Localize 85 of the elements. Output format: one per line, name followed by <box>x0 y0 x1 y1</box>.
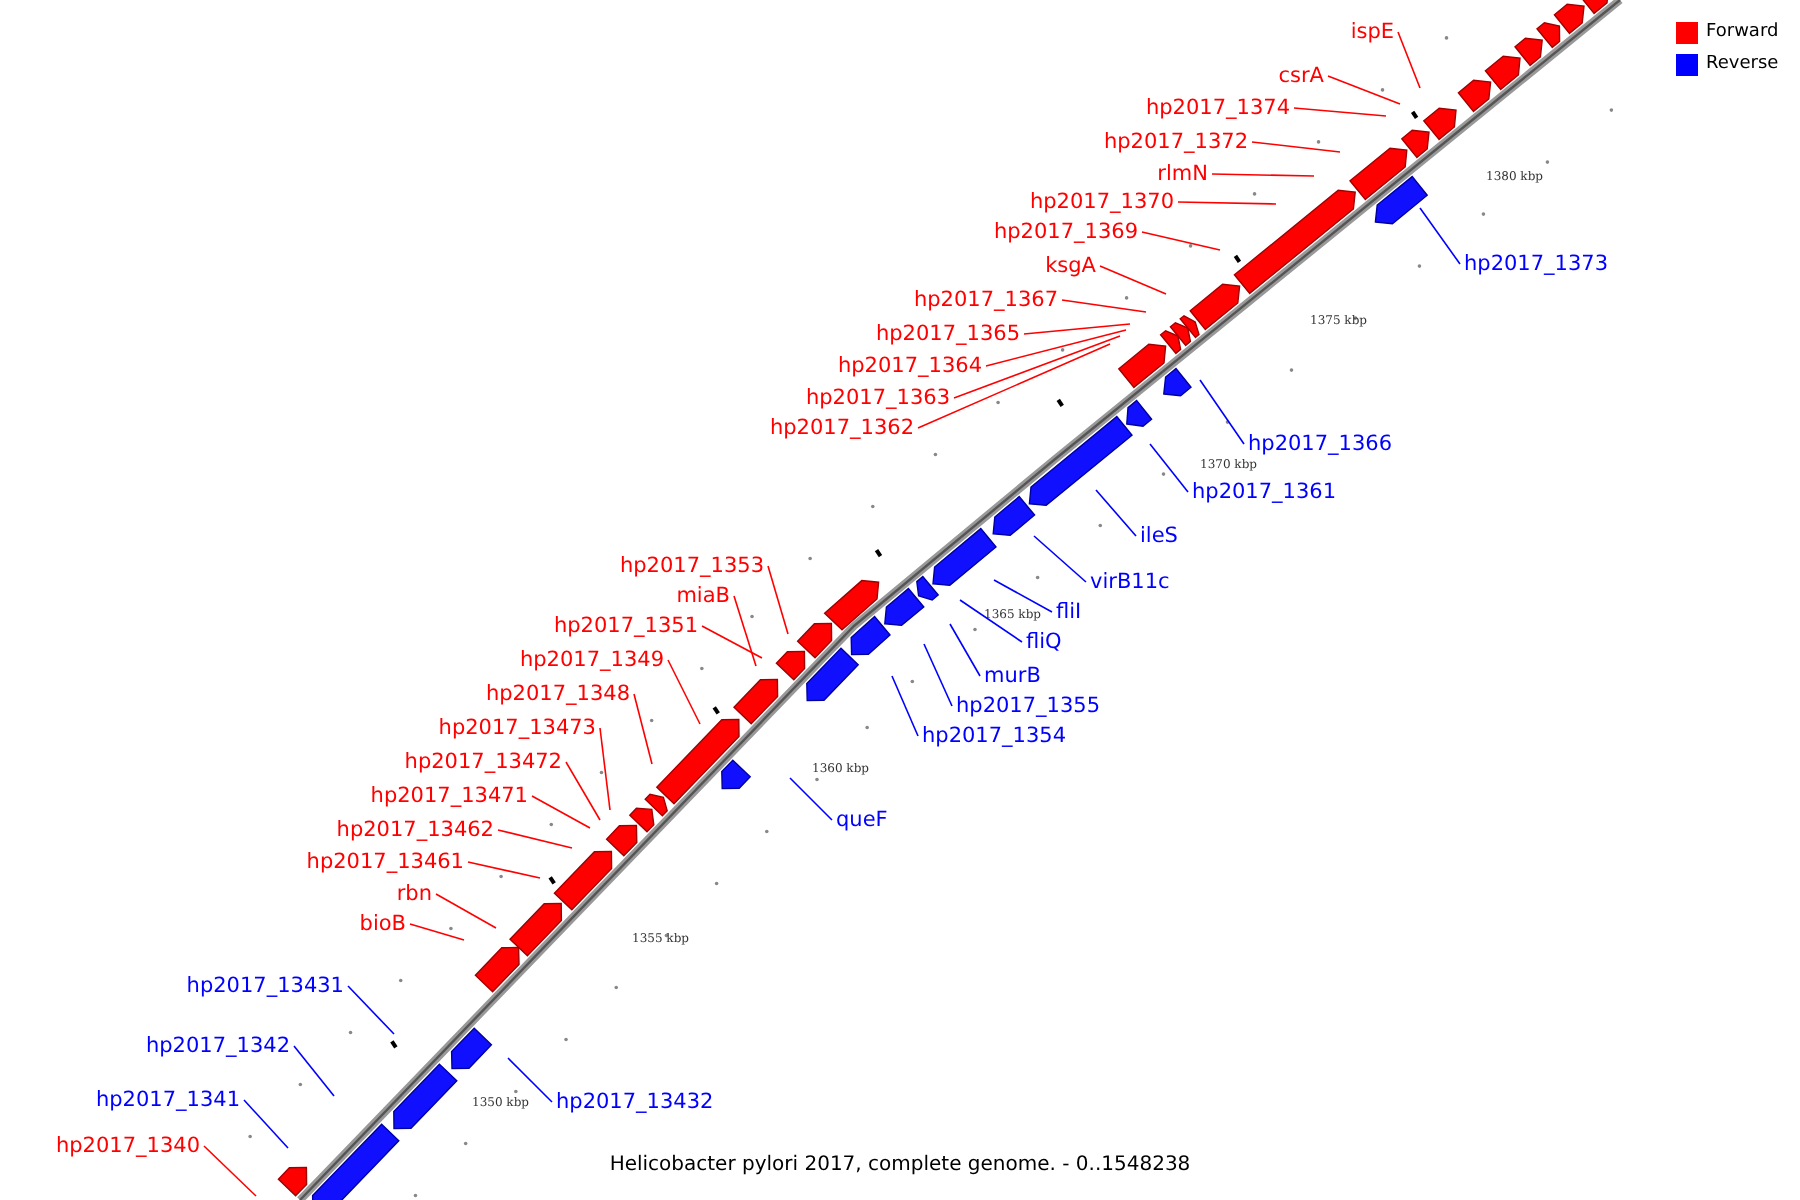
leader-line <box>565 761 601 821</box>
gene-label: hp2017_1362 <box>769 416 914 440</box>
leader-line <box>467 861 541 879</box>
gene-label: ileS <box>1140 524 1178 548</box>
gene-label: virB11c <box>1090 570 1170 594</box>
gene-label: queF <box>836 808 888 832</box>
leader-line <box>733 595 757 667</box>
gene-label: hp2017_1369 <box>993 220 1138 244</box>
leader-line <box>1211 173 1315 177</box>
leader-line <box>1141 231 1221 251</box>
gene-label: hp2017_13431 <box>186 974 344 998</box>
gene-label: hp2017_1340 <box>55 1134 200 1158</box>
gene-label: hp2017_1372 <box>1103 130 1248 154</box>
caption: Helicobacter pylori 2017, complete genome. - 0..1548238 <box>609 1154 1191 1176</box>
leader-line <box>1177 201 1277 205</box>
leader-line <box>1397 31 1421 89</box>
leader-line <box>1095 489 1137 537</box>
gene-label: fliQ <box>1026 630 1062 654</box>
gene-label: hp2017_1373 <box>1464 252 1609 276</box>
gene-label: hp2017_1354 <box>922 724 1067 748</box>
leader-line <box>633 693 653 765</box>
leader-line <box>507 1057 553 1103</box>
gene-label: hp2017_1374 <box>1145 96 1290 120</box>
leader-line <box>767 565 789 635</box>
leader-line <box>917 343 1111 429</box>
gene-label: hp2017_1355 <box>956 694 1101 718</box>
leader-line <box>985 329 1127 367</box>
gene-label: hp2017_1363 <box>805 386 950 410</box>
gene-label: hp2017_13473 <box>438 716 596 740</box>
leader-line <box>1061 299 1147 313</box>
gene-label: rlmN <box>1157 162 1208 186</box>
leader-line <box>531 795 591 829</box>
leader-line <box>949 623 981 677</box>
gene-label: ispE <box>1350 20 1394 44</box>
leader-line <box>1099 265 1167 295</box>
leader-line <box>891 675 919 737</box>
gene-label: hp2017_1348 <box>485 682 630 706</box>
leader-line <box>1251 141 1341 153</box>
leader-line <box>243 1099 289 1149</box>
leader-line <box>435 893 497 929</box>
leader-line <box>953 335 1121 399</box>
gene-label: hp2017_1370 <box>1029 190 1174 214</box>
leader-line <box>701 625 763 659</box>
leader-line <box>959 599 1023 643</box>
gene-label: hp2017_1365 <box>875 322 1020 346</box>
leader-line <box>1033 535 1087 583</box>
leader-line <box>1293 107 1387 117</box>
gene-label: rbn <box>396 882 432 906</box>
gene-label: miaB <box>676 584 730 608</box>
gene-label: hp2017_13462 <box>336 818 494 842</box>
gene-label: fliI <box>1056 600 1082 624</box>
gene-label: murB <box>984 664 1041 688</box>
gene-label: csrA <box>1278 64 1324 88</box>
gene-label: bioB <box>359 912 406 936</box>
gene-label: hp2017_13432 <box>556 1090 714 1114</box>
gene-label: hp2017_1366 <box>1248 432 1393 456</box>
gene-label: ksgA <box>1045 254 1096 278</box>
leader-line <box>347 985 395 1035</box>
gene-label: hp2017_1351 <box>553 614 698 638</box>
gene-label: hp2017_13472 <box>404 750 562 774</box>
leader-line <box>599 727 611 811</box>
gene-label: hp2017_1342 <box>145 1034 290 1058</box>
gene-label: hp2017_1361 <box>1192 480 1337 504</box>
legend-label: Forward <box>1706 20 1779 44</box>
leader-line <box>409 923 465 941</box>
leader-line <box>293 1045 335 1097</box>
gene-label: hp2017_13471 <box>370 784 528 808</box>
leader-line <box>1327 75 1401 105</box>
leader-line <box>203 1145 257 1197</box>
leader-line <box>789 777 833 821</box>
leader-line <box>1419 207 1461 265</box>
leader-line <box>497 829 573 849</box>
gene-label: hp2017_13461 <box>306 850 464 874</box>
leader-line <box>923 643 953 707</box>
leader-line <box>993 579 1053 613</box>
gene-label: hp2017_1353 <box>619 554 764 578</box>
leader-line <box>1023 323 1131 335</box>
leader-line <box>667 659 701 725</box>
gene-label: hp2017_1341 <box>95 1088 240 1112</box>
gene-label: hp2017_1364 <box>837 354 982 378</box>
legend-label: Reverse <box>1706 52 1779 76</box>
leader-line <box>1149 443 1189 493</box>
gene-label: hp2017_1349 <box>519 648 664 672</box>
gene-label: hp2017_1367 <box>913 288 1058 312</box>
leader-line <box>1199 379 1245 445</box>
